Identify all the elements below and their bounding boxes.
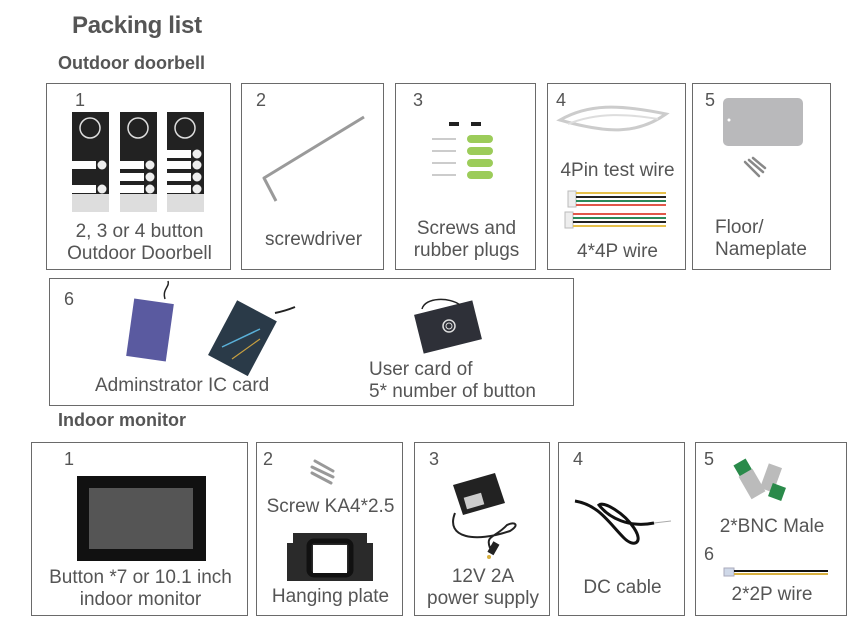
item-number-secondary: 6 bbox=[704, 544, 715, 564]
item-number: 2 bbox=[256, 90, 267, 110]
monitor-image bbox=[77, 476, 206, 561]
item-nameplate: 5 Floor/ Nameplate bbox=[692, 83, 831, 270]
item-dc-cable: 4 DC cable bbox=[558, 442, 685, 616]
item-ic-cards: 6 Adminstrator IC card User card of 5* n… bbox=[49, 278, 574, 406]
doorbell-panel-3-button bbox=[120, 112, 157, 212]
item-caption: 2*2P wire bbox=[731, 584, 813, 605]
item-caption: 12V 2A power supply bbox=[415, 566, 551, 610]
item-indoor-monitor: 1 Button *7 or 10.1 inch indoor monitor bbox=[31, 442, 248, 616]
item-caption: 4*4P wire bbox=[577, 241, 658, 262]
page-title: Packing list bbox=[72, 12, 202, 39]
caption-line: power supply bbox=[427, 588, 539, 609]
caption-line: Nameplate bbox=[715, 239, 807, 260]
screws-plugs-image bbox=[432, 122, 493, 179]
item-number: 3 bbox=[413, 90, 424, 110]
caption-line: indoor monitor bbox=[79, 589, 202, 610]
item-number: 3 bbox=[429, 449, 440, 469]
item-number: 1 bbox=[75, 90, 86, 110]
power-adapter-image bbox=[452, 473, 517, 559]
screwdriver-image bbox=[262, 115, 365, 202]
caption-line: Outdoor Doorbell bbox=[67, 243, 212, 264]
item-number: 4 bbox=[556, 90, 567, 110]
bnc-connectors-image bbox=[733, 458, 786, 501]
item-power-supply: 3 12V 2A power supply bbox=[414, 442, 550, 616]
caption-line: Screws and bbox=[416, 218, 517, 239]
doorbell-panel-2-button bbox=[72, 112, 109, 212]
item-number: 5 bbox=[705, 90, 716, 110]
item-outdoor-doorbell: 1 2, 3 or 4 bbox=[46, 83, 231, 270]
2p-wire-image bbox=[723, 567, 828, 577]
4p-wire-image bbox=[564, 190, 666, 229]
item-caption: Screws and rubber plugs bbox=[396, 218, 537, 262]
item-screwdriver: 2 screwdriver bbox=[241, 83, 384, 270]
user-card-image bbox=[414, 298, 482, 354]
item-caption-top: 2*BNC Male bbox=[719, 516, 825, 537]
item-caption: Button *7 or 10.1 inch indoor monitor bbox=[32, 567, 249, 611]
item-screw-hanging-plate: 2 Screw KA4*2.5 Hanging plate bbox=[256, 442, 403, 616]
caption-line: Button *7 or 10.1 inch bbox=[49, 567, 232, 588]
item-number: 1 bbox=[64, 449, 75, 469]
doorbell-panel-4-button bbox=[167, 112, 204, 212]
item-caption-top: Screw KA4*2.5 bbox=[266, 496, 395, 517]
item-caption-top: 4Pin test wire bbox=[560, 160, 675, 181]
dc-cable-image bbox=[574, 499, 672, 545]
item-caption: Floor/ Nameplate bbox=[715, 217, 807, 261]
item-screws-plugs: 3 Screws and rubber plugs bbox=[395, 83, 536, 270]
item-caption: Hanging plate bbox=[271, 586, 390, 607]
admin-card-caption: Adminstrator IC card bbox=[95, 375, 270, 396]
caption-line: rubber plugs bbox=[413, 240, 520, 261]
item-number: 2 bbox=[263, 449, 274, 469]
doorbell-panels-image bbox=[72, 112, 204, 212]
caption-line: User card of bbox=[369, 359, 473, 380]
test-wire-image bbox=[556, 105, 670, 132]
screws-image bbox=[310, 459, 335, 485]
item-bnc-2p-wire: 5 2*BNC Male 6 2*2P wire bbox=[695, 442, 847, 616]
hanging-plate-image bbox=[287, 533, 373, 581]
caption-line: 2, 3 or 4 button bbox=[75, 221, 204, 242]
item-number: 4 bbox=[573, 449, 584, 469]
item-caption: screwdriver bbox=[264, 229, 363, 250]
admin-ic-cards-image bbox=[126, 280, 296, 377]
item-number: 6 bbox=[64, 289, 75, 309]
nameplate-image bbox=[723, 98, 803, 178]
item-number: 5 bbox=[704, 449, 715, 469]
caption-line: Floor/ bbox=[715, 217, 764, 238]
user-card-caption: User card of 5* number of button bbox=[369, 359, 536, 403]
caption-line: 5* number of button bbox=[369, 381, 536, 402]
item-caption: DC cable bbox=[583, 577, 662, 598]
item-wires: 4 4Pin test wire 4*4P wire bbox=[547, 83, 686, 270]
section-heading-outdoor: Outdoor doorbell bbox=[58, 53, 205, 73]
section-heading-indoor: Indoor monitor bbox=[58, 410, 186, 430]
item-caption: 2, 3 or 4 button Outdoor Doorbell bbox=[47, 221, 232, 265]
caption-line: 12V 2A bbox=[451, 566, 515, 587]
